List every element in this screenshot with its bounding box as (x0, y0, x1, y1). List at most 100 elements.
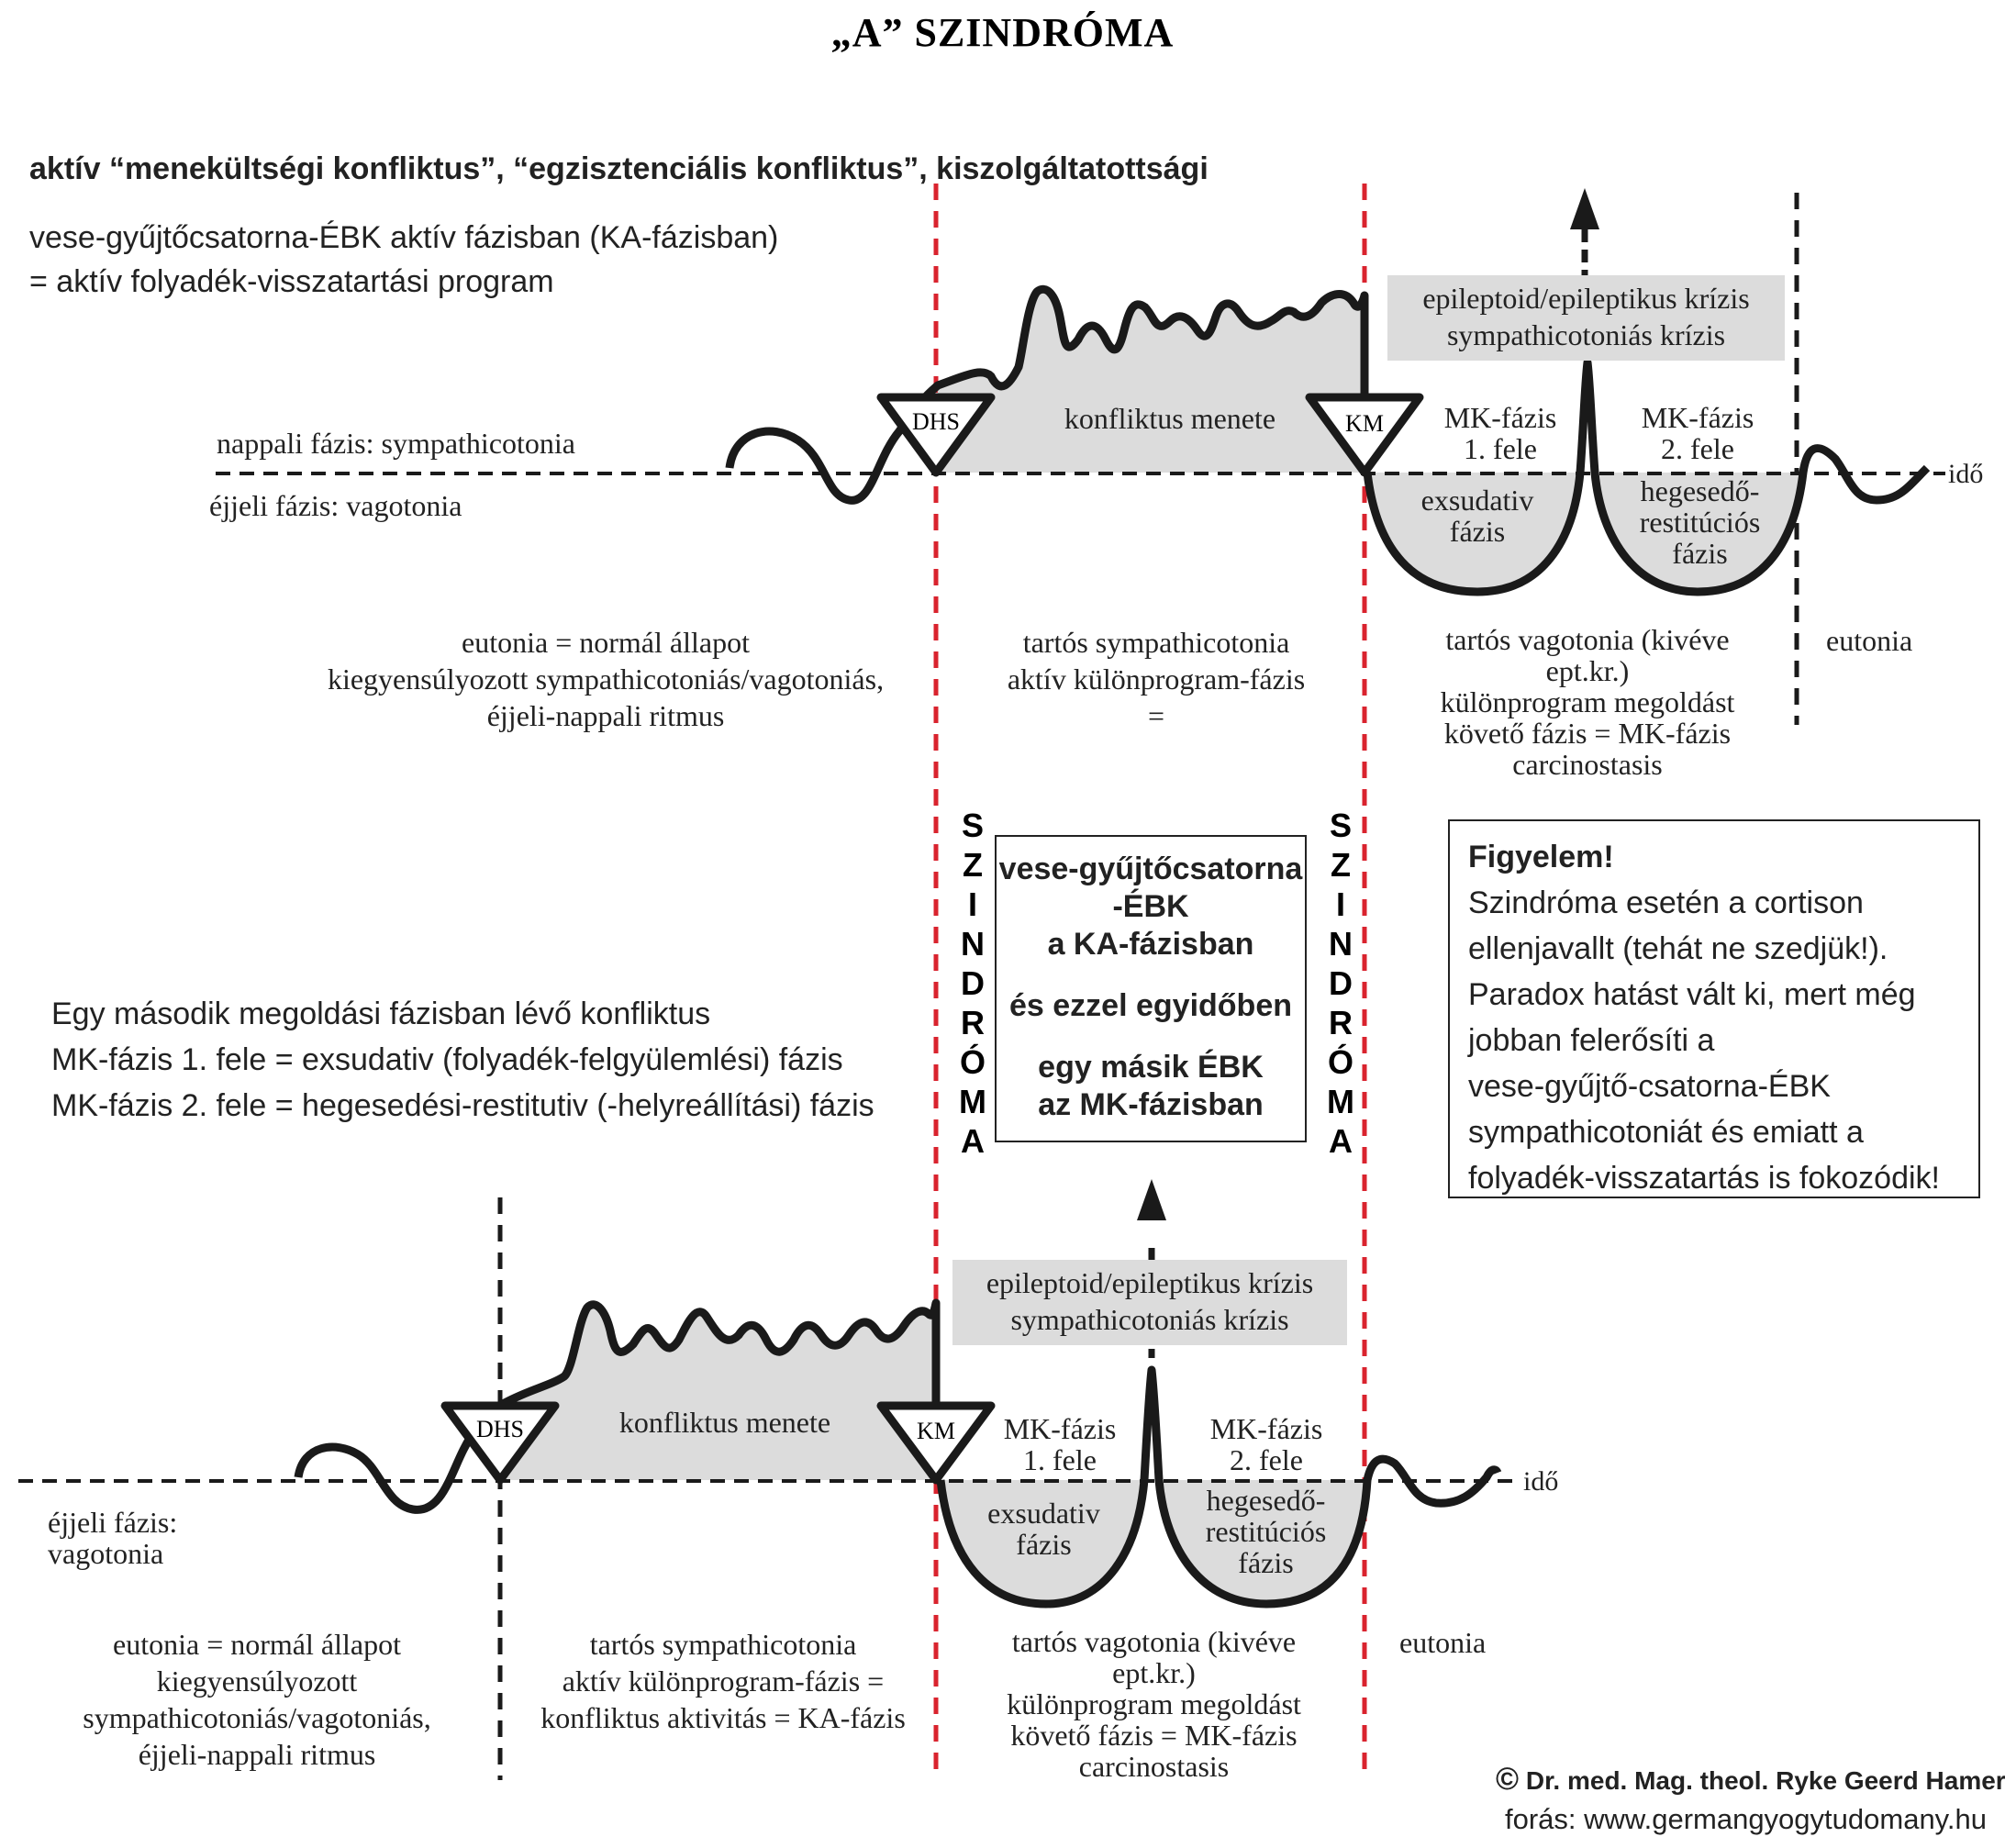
bottom-conflict-label: konfliktus menete (618, 1406, 831, 1439)
warning-note-title: Figyelem! (1468, 840, 1614, 874)
bottom-crisis-arrowhead (1137, 1179, 1166, 1220)
syndrome-letter: N (961, 925, 985, 963)
top-eutonia-line-3: éjjeli-nappali ritmus (486, 699, 725, 732)
syndrome-letter: A (961, 1122, 985, 1160)
top-mk1-label: MK-fázis 1. fele (1431, 402, 1569, 464)
top-sympath-line-1: tartós sympathicotonia (1022, 626, 1290, 659)
bottom-eutonia-line-4: éjjeli-nappali ritmus (138, 1738, 376, 1771)
warning-note-box: Figyelem! Szindróma esetén a cortison el… (1448, 819, 1980, 1198)
source-link[interactable]: forás: www.germangyogytudomany.hu (1505, 1803, 1987, 1835)
bottom-mk1-line-1: MK-fázis (1003, 1412, 1117, 1445)
syndrome-letter: I (1335, 885, 1345, 923)
syndrome-letter: D (961, 964, 985, 1002)
bottom-conflict-fill (500, 1303, 936, 1480)
bottom-eutonia-line-3: sympathicotoniás/vagotoniás, (83, 1701, 431, 1734)
bottom-sympath-line-2: aktív különprogram-fázis = (562, 1664, 885, 1698)
bottom-time-label: idő (1523, 1466, 1559, 1497)
top-conflict-curve (725, 284, 1369, 505)
top-day-phase-label: nappali fázis: sympathicotonia (217, 427, 575, 460)
bottom-dhs-triangle (440, 1401, 560, 1485)
warning-note-line-6: sympathicotoniát és emiatt a (1468, 1115, 1864, 1150)
top-crisis-line-1: epileptoid/epileptikus krízis (1422, 282, 1750, 315)
bottom-sympathicotonia-description: tartós sympathicotonia aktív különprogra… (512, 1626, 934, 1736)
top-vagotonia-line-2: ept.kr.) (1545, 654, 1630, 687)
bottom-vagotonia-description: tartós vagotonia (kivéve ept.kr.) különp… (945, 1626, 1363, 1782)
top-conflict-label: konfliktus menete (1064, 402, 1276, 435)
top-hegesedo-label: hegesedő- restitúciós fázis (1610, 475, 1789, 569)
top-exsudativ-label: exsudativ fázis (1399, 484, 1555, 547)
syndrome-letter: A (1329, 1122, 1353, 1160)
top-time-label: idő (1948, 459, 1984, 489)
bottom-sympath-line-3: konfliktus aktivitás = KA-fázis (540, 1701, 906, 1734)
warning-note-line-1: Szindróma esetén a cortison (1468, 885, 1864, 920)
bottom-mk2-line-2: 2. fele (1230, 1443, 1303, 1476)
bottom-crisis-line-1: epileptoid/epileptikus krízis (986, 1266, 1314, 1299)
center-box-line-4: és ezzel egyidőben (1009, 988, 1292, 1023)
center-box-line-2: -ÉBK (1112, 889, 1189, 924)
top-eutonia-description: eutonia = normál állapot kiegyensúlyozot… (266, 624, 945, 734)
bottom-vagotonia-curve (936, 1365, 1502, 1609)
top-mk1-line-2: 1. fele (1464, 432, 1537, 465)
bottom-mk2-line-1: MK-fázis (1209, 1412, 1323, 1445)
center-box-line-1: vese-gyűjtőcsatorna (998, 852, 1303, 886)
center-box-line-3: a KA-fázisban (1047, 927, 1254, 962)
bottom-vagotonia-line-1: tartós vagotonia (kivéve (1011, 1625, 1297, 1658)
header-program-line: = aktív folyadék-visszatartási program (29, 264, 554, 299)
top-mk2-line-1: MK-fázis (1641, 401, 1754, 434)
top-vagotonia-line-1: tartós vagotonia (kivéve (1445, 623, 1730, 656)
syndrome-letter: S (1329, 807, 1352, 844)
bottom-vagotonia-line-5: carcinostasis (1078, 1750, 1230, 1783)
syndrome-letter: M (959, 1083, 986, 1120)
second-conflict-line-1: Egy második megoldási fázisban lévő konf… (51, 996, 711, 1031)
center-box-line-5: egy másik ÉBK (1038, 1050, 1264, 1085)
bottom-crisis-box (952, 1260, 1347, 1345)
top-mk1-line-1: MK-fázis (1443, 401, 1557, 434)
top-dhs-label: DHS (911, 408, 960, 435)
bottom-eutonia-line-1: eutonia = normál állapot (113, 1628, 401, 1661)
top-vagotonia-fill (1367, 473, 1803, 592)
top-hegesedo-line-1: hegesedő- (1640, 474, 1760, 507)
syndrome-letter: S (961, 807, 984, 844)
bottom-night-line-1: éjjeli fázis: (48, 1506, 178, 1539)
top-exsudativ-line-2: fázis (1449, 515, 1506, 548)
bottom-night-phase-label: éjjeli fázis: vagotonia (48, 1507, 177, 1569)
bottom-km-label: KM (917, 1418, 955, 1444)
bottom-vagotonia-line-2: ept.kr.) (1112, 1656, 1196, 1689)
warning-note-line-2: ellenjavallt (tehát ne szedjük!). (1468, 931, 1888, 966)
syndrome-letter: I (967, 885, 977, 923)
syndrome-letter: R (1329, 1004, 1353, 1041)
syndrome-letter: N (1329, 925, 1353, 963)
top-eutonia-line-2: kiegyensúlyozott sympathicotoniás/vagoto… (327, 662, 885, 696)
syndrome-letter: Z (963, 846, 983, 884)
top-sympath-line-2: aktív különprogram-fázis (1007, 662, 1306, 696)
bottom-mk1-line-2: 1. fele (1023, 1443, 1097, 1476)
top-vagotonia-curve (1363, 358, 1931, 596)
center-box-line-6: az MK-fázisban (1038, 1087, 1264, 1122)
copyright-author: Dr. med. Mag. theol. Ryke Geerd Hamer (1525, 1766, 2005, 1795)
header-phase-line: vese-gyűjtőcsatorna-ÉBK aktív fázisban (… (29, 220, 779, 255)
page-title: „A” SZINDRÓMA (830, 10, 1175, 55)
bottom-conflict-curve (294, 1298, 941, 1514)
warning-note-line-3: Paradox hatást vált ki, mert még (1468, 977, 1916, 1012)
top-crisis-line-2: sympathicotoniás krízis (1446, 318, 1726, 351)
top-crisis-label: epileptoid/epileptikus krízis sympathico… (1387, 280, 1785, 353)
header-conflict-line: aktív “menekültségi konfliktus”, “egzisz… (29, 151, 1209, 186)
syndrome-letter: Ó (959, 1043, 986, 1081)
top-eutonia-line-1: eutonia = normál állapot (462, 626, 750, 659)
warning-note-line-4: jobban felerősíti a (1468, 1023, 1715, 1058)
bottom-sympath-line-1: tartós sympathicotonia (589, 1628, 857, 1661)
top-vagotonia-line-4: követő fázis = MK-fázis (1443, 717, 1732, 750)
copyright-line: © Dr. med. Mag. theol. Ryke Geerd Hamer (1496, 1762, 2005, 1798)
bottom-hegesedo-line-3: fázis (1238, 1546, 1294, 1579)
second-conflict-line-3: MK-fázis 2. fele = hegesedési-restitutiv… (51, 1088, 874, 1123)
syndrome-letter: R (961, 1004, 985, 1041)
top-dhs-triangle (876, 393, 996, 477)
top-vagotonia-line-3: különprogram megoldást (1440, 685, 1735, 718)
top-hegesedo-line-2: restitúciós (1639, 506, 1761, 539)
top-crisis-arrowhead (1570, 188, 1599, 229)
top-vagotonia-description: tartós vagotonia (kivéve ept.kr.) különp… (1376, 624, 1799, 780)
top-km-triangle (1305, 393, 1424, 477)
